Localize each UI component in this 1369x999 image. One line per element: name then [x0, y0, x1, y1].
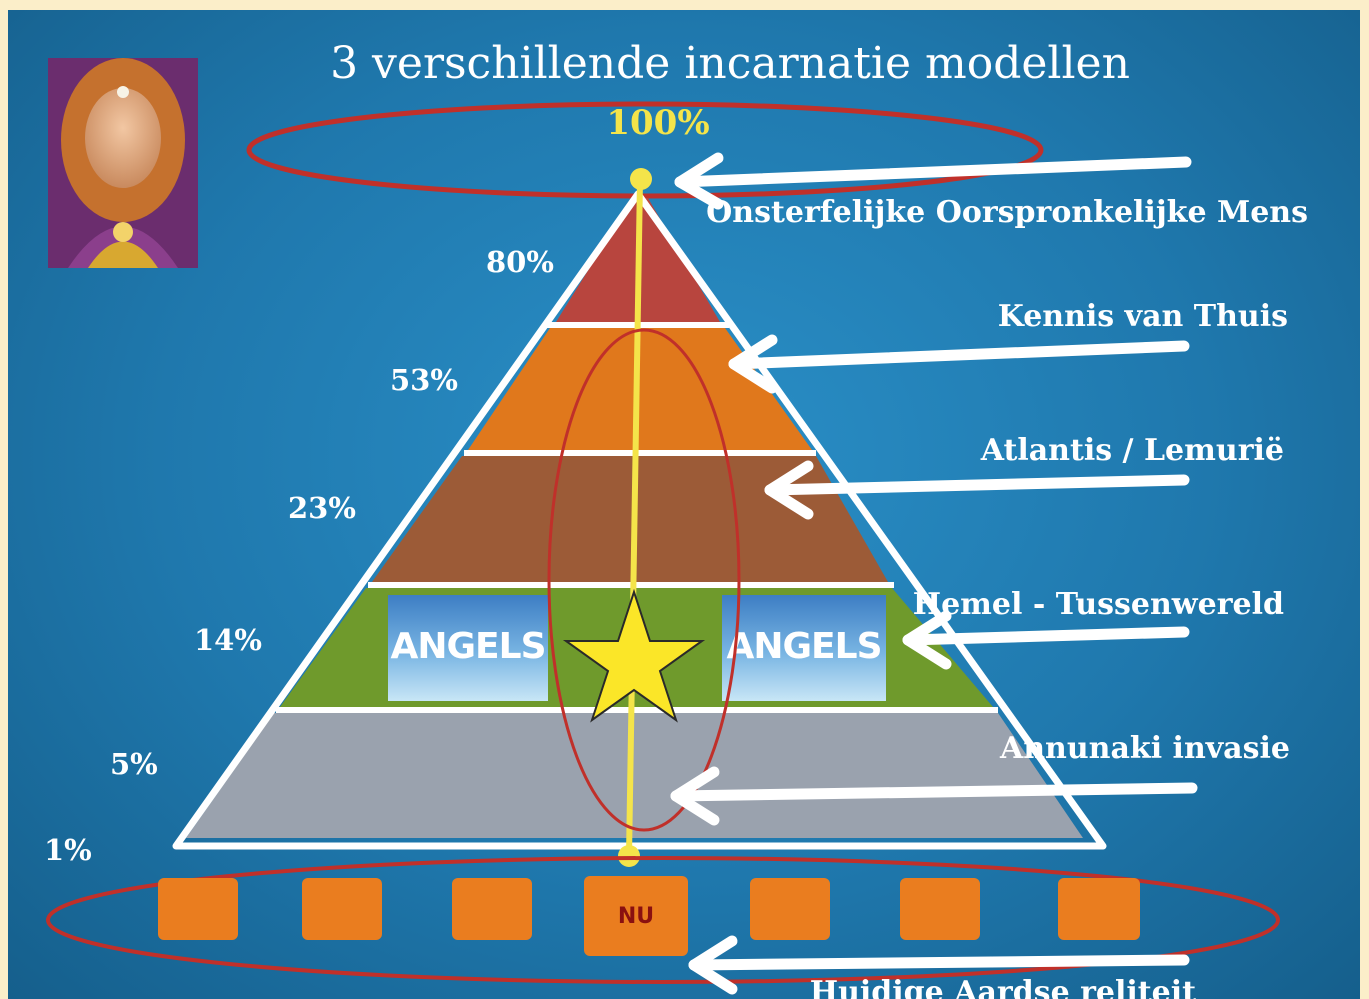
- arrows: [670, 152, 1198, 995]
- bottom-ellipse: [46, 856, 1280, 984]
- incarnation-box: [750, 878, 830, 940]
- level-label: Hemel - Tussenwereld: [913, 587, 1284, 622]
- vertical-axis: [626, 179, 643, 857]
- bottom-label: Huidige Aardse reliteit: [810, 975, 1196, 999]
- arrow-left-icon: [728, 334, 1190, 394]
- level-label: Annunaki invasie: [999, 731, 1290, 766]
- pyramid-diagram: 3 verschillende incarnatie modellen ANGE…: [44, 38, 1308, 999]
- apex-percent: 100%: [606, 103, 709, 143]
- arrow-left-icon: [764, 460, 1190, 520]
- angels-banner-right: ANGELS: [722, 595, 886, 701]
- base-dot: [618, 845, 640, 867]
- percent-label: 23%: [288, 491, 356, 525]
- level-label: Atlantis / Lemurië: [980, 433, 1284, 468]
- vertical-ellipse: [547, 328, 741, 832]
- level-label: Onsterfelijke Oorspronkelijke Mens: [706, 195, 1308, 230]
- svg-text:ANGELS: ANGELS: [391, 626, 546, 667]
- star-icon: [562, 588, 706, 723]
- incarnation-box: [452, 878, 532, 940]
- arrow-left-icon: [902, 610, 1190, 670]
- now-label: NU: [618, 904, 654, 929]
- percent-label: 1%: [44, 833, 92, 867]
- slide-title: 3 verschillende incarnatie modellen: [330, 38, 1130, 89]
- top-ellipse: [246, 101, 1044, 199]
- arrow-left-icon: [674, 152, 1192, 210]
- incarnation-box: [158, 878, 238, 940]
- angels-banner-left: ANGELS: [388, 595, 548, 701]
- arrow-left-icon: [688, 935, 1190, 995]
- apex-dot: [630, 168, 652, 190]
- arrow-left-icon: [670, 766, 1198, 826]
- percent-label: 14%: [194, 623, 262, 657]
- band-23: [372, 456, 888, 582]
- incarnation-box: [302, 878, 382, 940]
- pyramid-outline: [172, 190, 1107, 850]
- percent-label: 80%: [486, 245, 554, 279]
- band-5: [186, 713, 1083, 838]
- svg-text:ANGELS: ANGELS: [727, 626, 882, 667]
- incarnation-box: [900, 878, 980, 940]
- percent-label: 53%: [390, 363, 458, 397]
- slide: 3 verschillende incarnatie modellen ANGE…: [8, 10, 1360, 999]
- portrait-image: [48, 58, 198, 268]
- percent-label: 5%: [110, 747, 158, 781]
- incarnation-box: [1058, 878, 1140, 940]
- incarnation-boxes: NU: [158, 876, 1140, 956]
- band-53: [468, 328, 812, 450]
- now-box: [584, 876, 688, 956]
- level-label: Kennis van Thuis: [998, 299, 1288, 334]
